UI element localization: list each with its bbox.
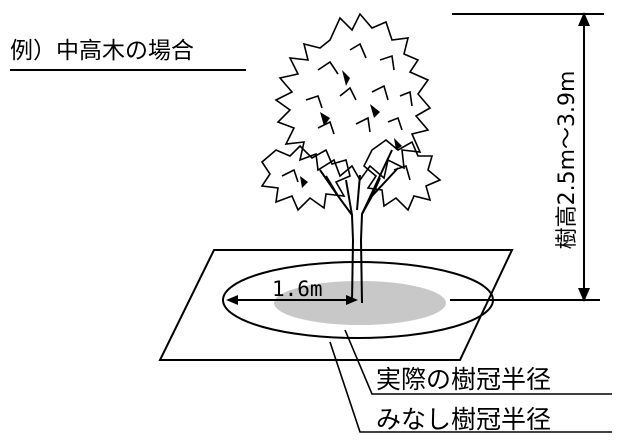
radius-label: 1.6m	[272, 277, 323, 301]
deemed-crown-leader	[329, 341, 612, 433]
actual-crown-radius-label: 実際の樹冠半径	[376, 365, 551, 394]
tree-height-label: 樹高2.5m～3.9m	[555, 71, 580, 250]
radius-arrow-right-head	[346, 295, 358, 305]
actual-crown-area	[274, 281, 446, 325]
radius-arrow-left-head	[226, 295, 238, 305]
height-arrow-top	[578, 12, 590, 26]
tree-icon	[260, 12, 442, 304]
ground-plane	[158, 249, 514, 361]
height-arrow-bottom	[578, 288, 590, 302]
actual-crown-leader	[344, 329, 612, 395]
deemed-crown-radius-label: みなし樹冠半径	[376, 405, 551, 434]
example-title: 例）中高木の場合	[10, 38, 194, 64]
